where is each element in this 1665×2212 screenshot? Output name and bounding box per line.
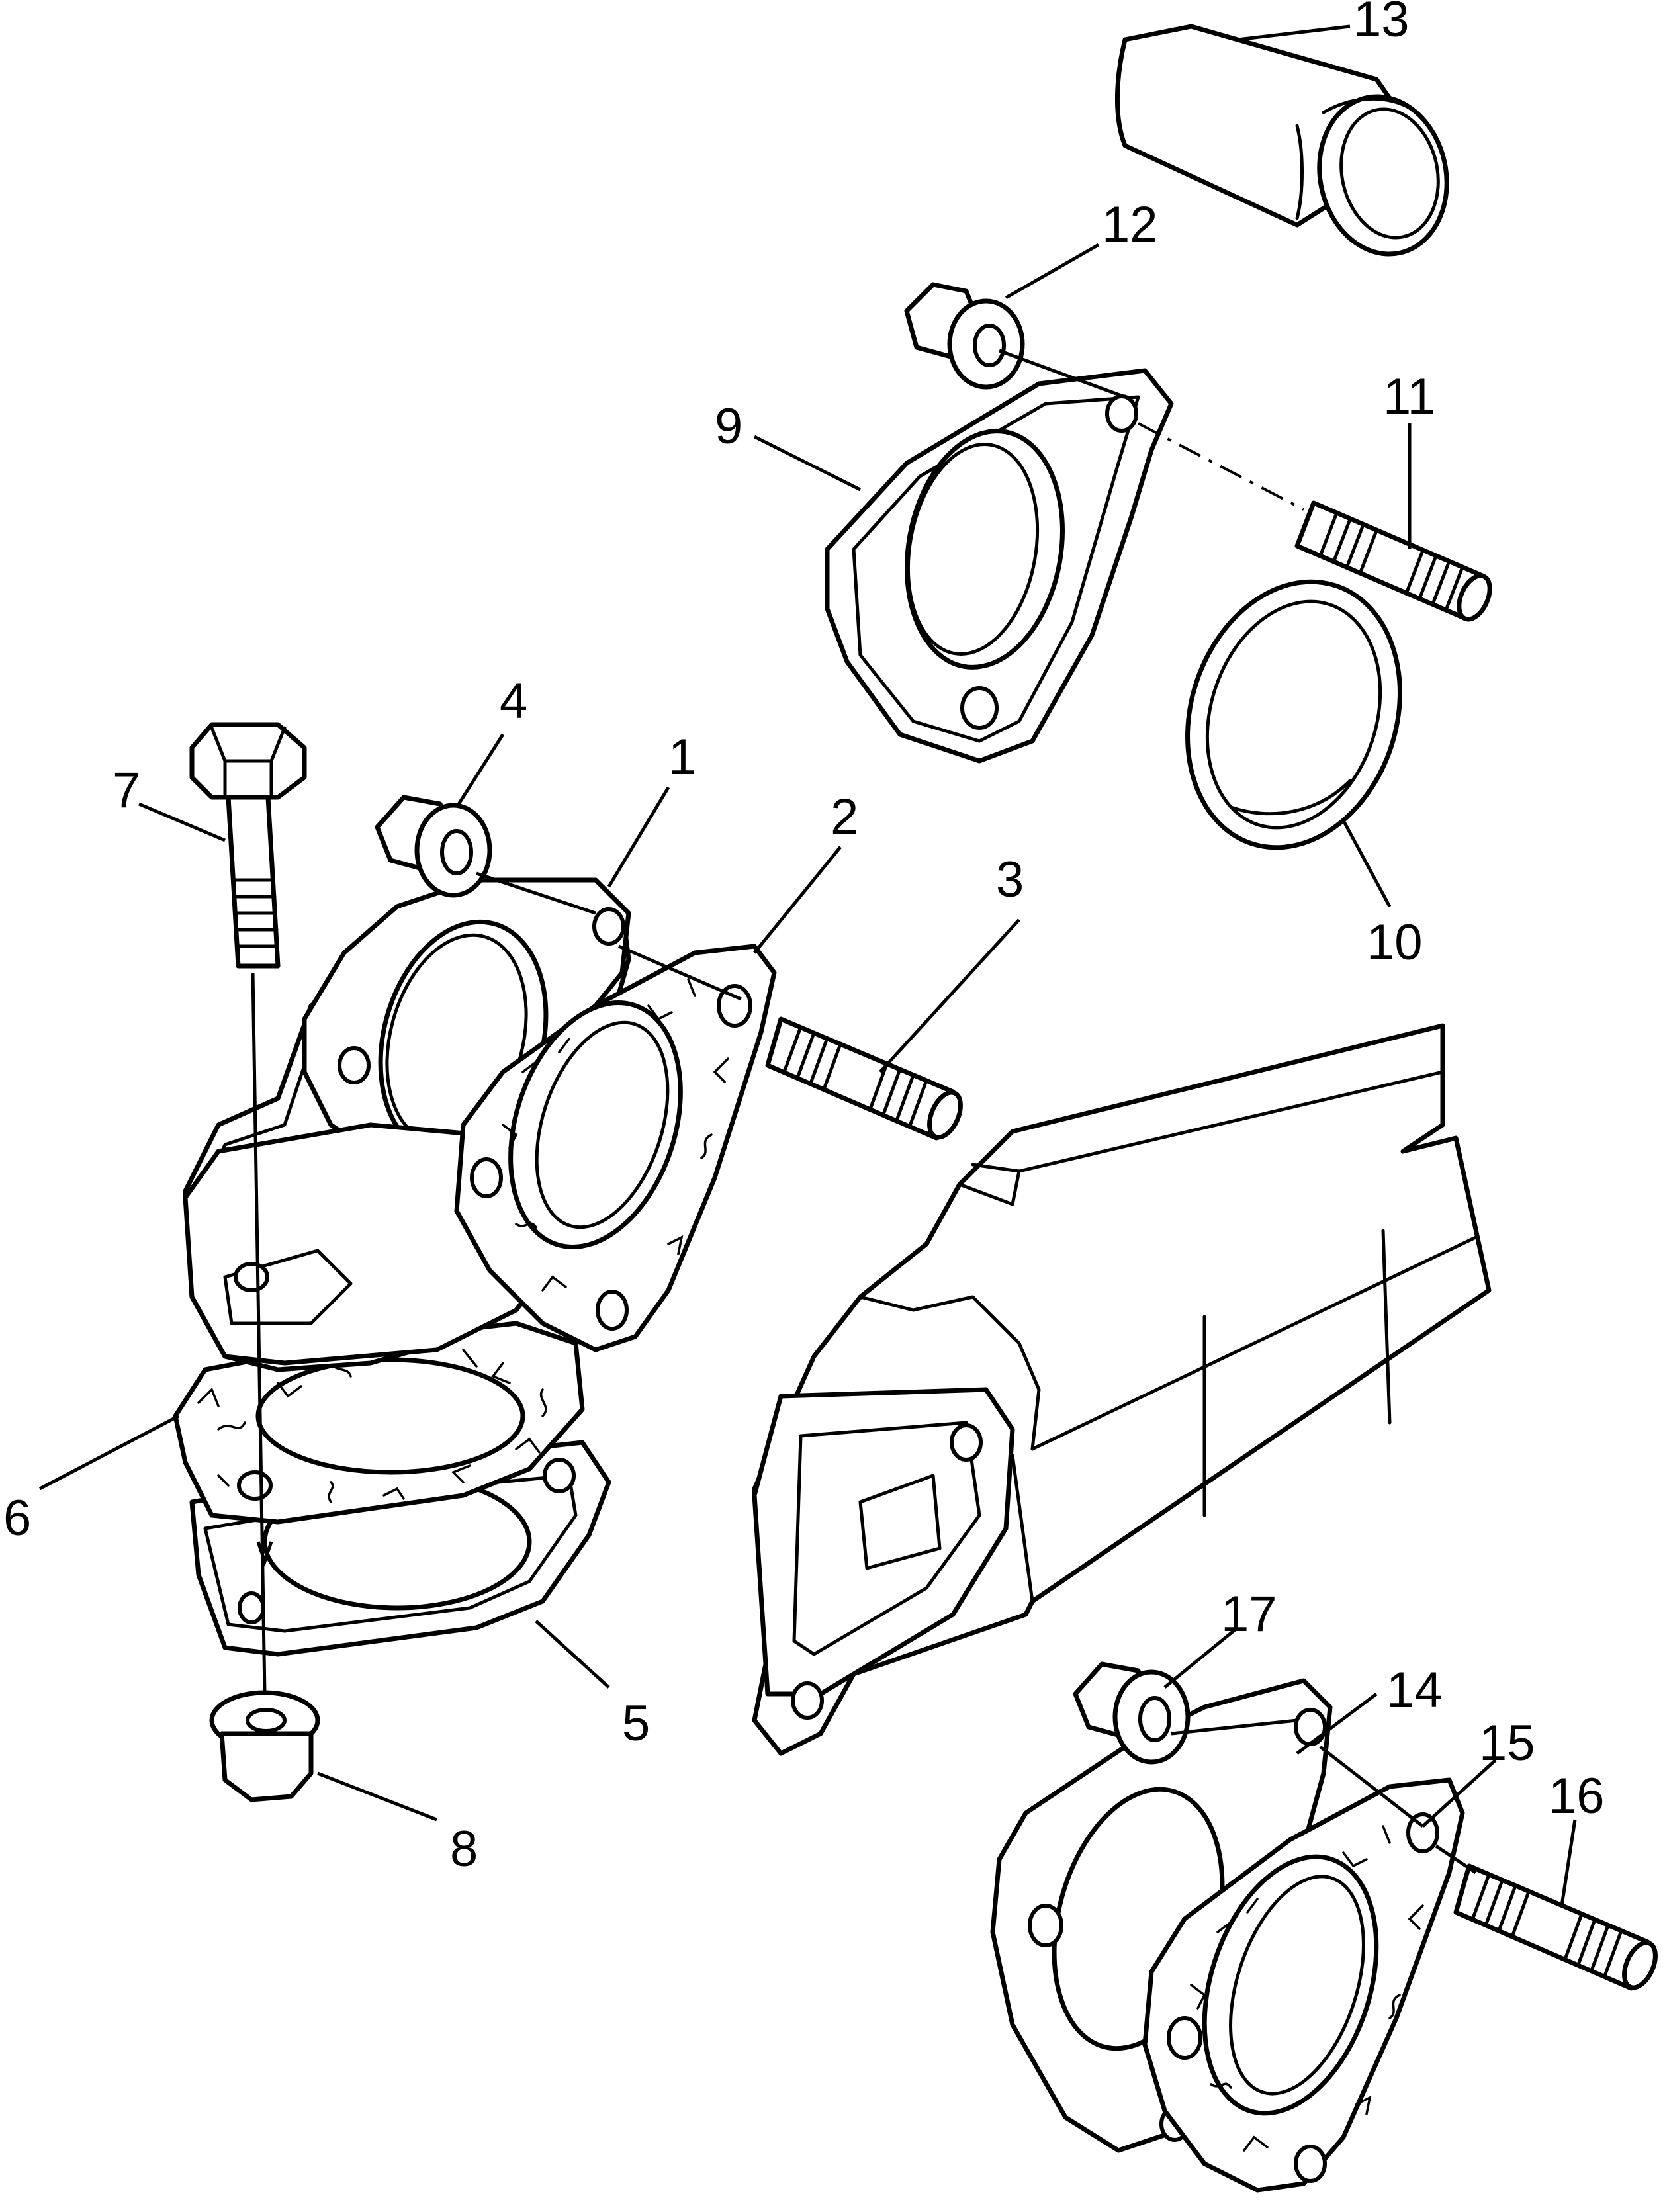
bolt-7 (189, 722, 307, 969)
flange-nut-12 (904, 282, 1025, 390)
stud-3 (765, 1016, 963, 1141)
callout-4: 4 (500, 673, 527, 729)
callout-leaders (38, 24, 1577, 1906)
gasket-6 (173, 1321, 585, 1525)
pipe-sleeve-13 (1115, 24, 1449, 257)
callout-8: 8 (450, 1821, 478, 1877)
stud-11 (1294, 500, 1492, 622)
gasket-2 (454, 944, 777, 1352)
callout-13: 13 (1353, 0, 1410, 48)
flange-nut-4 (375, 795, 492, 898)
callout-15: 15 (1479, 1715, 1535, 1771)
callout-9: 9 (715, 398, 742, 455)
callout-10: 10 (1367, 914, 1423, 971)
callout-7: 7 (112, 762, 140, 818)
sealing-ring-10 (1185, 579, 1402, 850)
gasket-15 (1142, 1777, 1465, 2193)
callout-1: 1 (668, 729, 696, 785)
callout-labels: 1 2 3 4 5 6 7 8 9 10 11 12 13 14 15 16 1… (3, 0, 1605, 1877)
callout-3: 3 (996, 852, 1024, 908)
flange-nut-17 (1073, 1661, 1191, 1765)
exhaust-manifold (752, 1023, 1492, 1756)
flange-nut-8 (209, 1690, 320, 1802)
callout-12: 12 (1102, 197, 1158, 253)
callout-11: 11 (1383, 369, 1435, 425)
callout-6: 6 (3, 1490, 31, 1546)
callout-14: 14 (1386, 1662, 1443, 1718)
callout-16: 16 (1549, 1768, 1605, 1824)
callout-17: 17 (1221, 1586, 1277, 1642)
callout-5: 5 (622, 1695, 650, 1751)
callout-2: 2 (831, 789, 858, 845)
assembly-lines (251, 349, 1477, 1875)
flange-plate-9 (825, 368, 1174, 764)
stud-16 (1453, 1863, 1658, 1991)
